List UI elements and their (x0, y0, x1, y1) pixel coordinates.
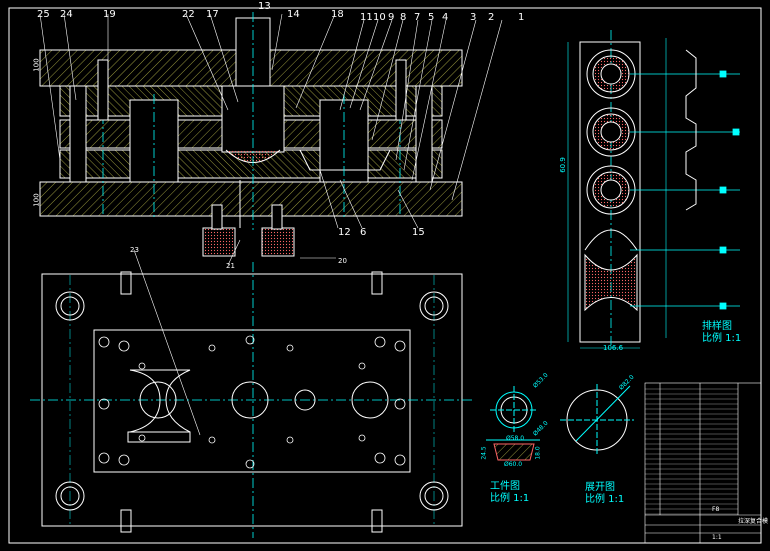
part-number: 6 (360, 227, 367, 238)
dim-strip-pitch: 60.9 (558, 157, 567, 173)
part-number: 22 (182, 9, 195, 20)
title-block-title: 拉深复合模 (738, 518, 769, 525)
part-number: 13 (258, 1, 271, 12)
title-block (644, 382, 762, 544)
part-number: 4 (442, 12, 449, 23)
part-number: 3 (470, 12, 477, 23)
title-block-tag: F8 (712, 506, 720, 513)
part-number: 10 (373, 12, 386, 23)
part-number: 1 (518, 12, 525, 23)
dim-top-plate: 100 (32, 58, 41, 72)
title-block-scale: 1:1 (712, 534, 722, 541)
lower-die-plate (39, 181, 463, 217)
part-number: 7 (414, 12, 421, 23)
part-number: 19 (103, 9, 116, 20)
strip-layout-scale: 比例 1:1 (702, 333, 742, 344)
part-number: 8 (400, 12, 407, 23)
dim-bottom-plate: 100 (32, 193, 41, 207)
blank-scale: 比例 1:1 (585, 494, 625, 505)
strip-layout-title: 排样图 (702, 321, 732, 332)
dim-part-h1: 24.5 (480, 446, 488, 460)
workpiece-scale: 比例 1:1 (490, 493, 530, 504)
part-number: 15 (412, 227, 425, 238)
dim-part-base: Ø60.0 (504, 461, 523, 468)
part-number: 18 (331, 9, 344, 20)
workpiece-view (486, 386, 540, 461)
part-number: 20 (338, 257, 347, 265)
section-view (39, 12, 503, 436)
part-number: 24 (60, 9, 73, 20)
dim-part-flange: Ø58.0 (506, 435, 525, 442)
part-number: 17 (206, 9, 219, 20)
dim-part-h2: 18.0 (534, 446, 542, 460)
sheet-frame (8, 7, 762, 544)
part-number: 23 (130, 246, 139, 254)
part-number: 11 (360, 12, 373, 23)
part-number: 5 (428, 12, 435, 23)
part-number: 21 (226, 262, 235, 270)
part-number: 2 (488, 12, 495, 23)
strip-layout (567, 30, 740, 349)
dim-strip-width: 106.6 (603, 344, 624, 352)
part-number: 14 (287, 9, 300, 20)
blank-view (560, 384, 634, 456)
workpiece-title: 工件图 (490, 481, 520, 492)
plan-view (30, 262, 475, 538)
ejector-left (202, 227, 236, 257)
part-number: 12 (338, 227, 351, 238)
part-number: 9 (388, 12, 395, 23)
part-number: 25 (37, 9, 50, 20)
blank-title: 展开图 (585, 482, 615, 493)
ejector-right (261, 227, 295, 257)
